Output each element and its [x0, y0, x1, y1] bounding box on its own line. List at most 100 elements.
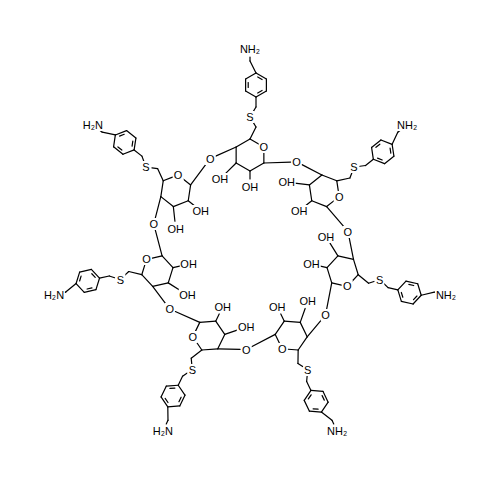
sulfur-label: S [375, 274, 384, 286]
glycosidic-bond [349, 237, 353, 259]
ring-bond [168, 268, 173, 283]
ring-bond [298, 337, 307, 350]
hydroxyl-label: OH [179, 258, 198, 270]
benzene-double-bond [248, 83, 249, 88]
ring-oxygen: O [173, 169, 184, 181]
benzene-double-bond [165, 398, 168, 402]
benzene-double-bond [80, 276, 81, 281]
ring-bond [183, 179, 191, 185]
hydroxyl-bond [330, 243, 338, 256]
ring-bond [196, 342, 202, 350]
ring-bond [236, 147, 237, 163]
glycosidic-bond [218, 348, 240, 350]
benzene-double-bond [389, 148, 391, 153]
hydroxyl-bond [281, 314, 284, 321]
ring-bond [161, 181, 163, 197]
hydroxyl-label: OH [237, 321, 256, 333]
chain-bond [306, 376, 308, 382]
ring-bond [288, 349, 298, 351]
ring-bond [327, 256, 338, 268]
sulfur-label: S [141, 161, 150, 173]
hydroxyl-bond [173, 207, 175, 222]
chain-bond [125, 272, 129, 276]
glycosidic-oxygen: O [291, 156, 302, 168]
benzene-double-bond [376, 144, 380, 147]
ring-oxygen: O [188, 331, 199, 343]
chain-bond [384, 284, 388, 288]
glycosidic-oxygen: O [241, 344, 252, 356]
benzene-double-bond [409, 284, 414, 285]
ring-oxygen: O [141, 253, 152, 265]
glycosidic-bond [155, 197, 161, 219]
chain-bond [66, 284, 76, 293]
ring-bond [250, 139, 259, 144]
chain-bond [366, 159, 374, 165]
glycosidic-bond [327, 283, 332, 309]
ring-oxygen: O [342, 280, 353, 292]
amine-label: NH₂ [326, 425, 348, 437]
ring-bond [200, 321, 216, 322]
chain-bond [102, 132, 115, 135]
glycosidic-bond [307, 320, 321, 337]
benzene-bond [134, 138, 136, 150]
ring-bond [337, 181, 338, 191]
benzene-double-bond [414, 296, 417, 300]
glycosidic-bond [264, 162, 291, 164]
ring-oxygen: O [277, 343, 288, 355]
benzene-double-bond [170, 388, 175, 390]
chain-bond [166, 420, 168, 424]
benzene-bond [401, 301, 413, 304]
benzene-bond [323, 391, 328, 402]
benzene-bond [161, 397, 168, 407]
ring-bond [300, 322, 307, 336]
benzene-bond [245, 79, 246, 91]
benzene-bond [166, 385, 178, 387]
ring-bond [236, 139, 250, 147]
glycosidic-bond [302, 165, 322, 175]
ring-bond [354, 259, 359, 274]
glycosidic-bond [191, 163, 207, 184]
hydroxyl-label: OH [299, 295, 318, 307]
benzene-double-bond [322, 396, 324, 401]
benzene-bond [80, 269, 92, 272]
glycosidic-oxygen: O [343, 226, 354, 238]
chain-bond [152, 167, 158, 169]
ring-bond [309, 175, 322, 185]
benzene-bond [309, 411, 321, 413]
chain-bond [183, 373, 188, 376]
hydroxyl-label: OH [211, 173, 230, 185]
glycosidic-bond [216, 147, 236, 156]
hydroxyl-label: OH [302, 258, 321, 270]
benzene-bond [406, 281, 418, 284]
benzene-bond [115, 131, 126, 135]
hydroxyl-bond [295, 183, 310, 185]
chain-bond [100, 276, 110, 278]
chain-bond [358, 275, 368, 284]
chain-bond [167, 407, 168, 420]
ring-bond [284, 321, 300, 322]
ring-bond [162, 256, 173, 268]
amine-label: H₂N [82, 119, 104, 131]
chain-bond [250, 127, 256, 139]
sulfur-label: S [303, 364, 312, 376]
amine-label: H₂N [43, 289, 65, 301]
chain-bond [307, 381, 311, 390]
benzene-double-bond [118, 147, 122, 150]
benzene-bond [178, 385, 185, 395]
benzene-bond [381, 140, 392, 144]
amine-label: NH₂ [435, 289, 457, 301]
glycosidic-bond [327, 207, 344, 227]
benzene-double-bond [308, 395, 311, 399]
chain-bond [249, 57, 250, 61]
ring-bond [142, 265, 145, 275]
ring-oxygen: O [334, 191, 345, 203]
benzene-bond [246, 91, 256, 97]
ring-bond [218, 334, 225, 348]
glycosidic-bond [175, 312, 200, 323]
benzene-double-bond [258, 91, 262, 94]
glycosidic-bond [155, 230, 162, 256]
benzene-bond [84, 290, 96, 293]
hydroxyl-bond [249, 171, 250, 179]
benzene-bond [321, 402, 328, 412]
